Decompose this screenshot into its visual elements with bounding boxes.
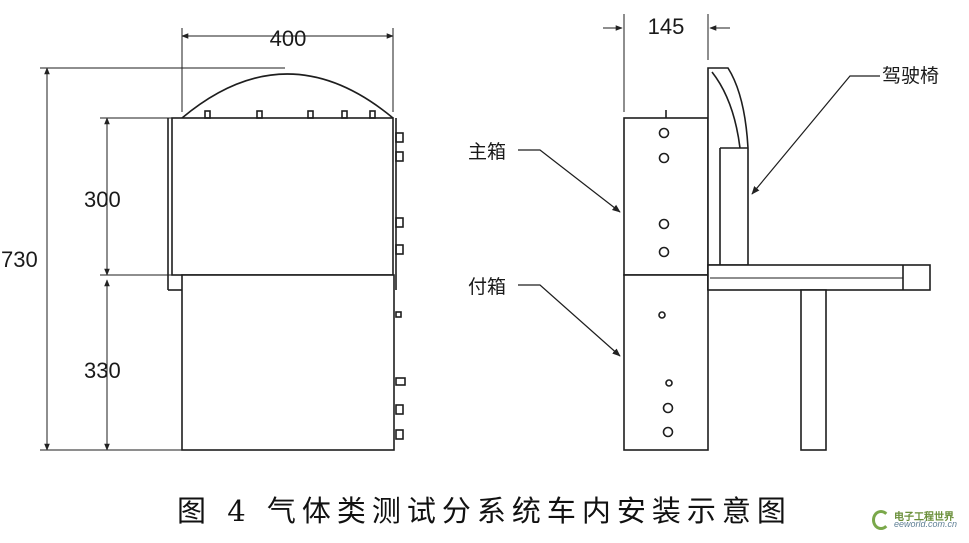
leader-aux-box: [518, 284, 621, 357]
dim-upper-height-line: [100, 117, 172, 276]
side-aux-box: [623, 274, 709, 451]
front-lower-box: [181, 274, 395, 451]
leader-seat: [751, 75, 880, 195]
watermark-url: eeworld.com.cn: [894, 519, 958, 529]
dim-upper-height-label: 300: [84, 187, 121, 212]
dim-width-line: [181, 28, 394, 112]
front-right-connectors: [395, 132, 406, 440]
dim-total-height-line: [40, 67, 285, 451]
eeworld-logo-icon: [872, 510, 890, 530]
side-view: [518, 14, 931, 451]
leader-main-box: [518, 149, 621, 213]
dim-depth-line: [603, 14, 730, 112]
front-dome: [181, 73, 394, 119]
side-main-box: [623, 117, 709, 276]
figure-caption: 图 4 气体类测试分系统车内安装示意图: [177, 494, 792, 528]
side-holes: [658, 127, 674, 438]
watermark-brand: 电子工程世界: [894, 512, 954, 523]
label-aux-box: 付箱: [468, 276, 506, 298]
dim-lower-height-label: 330: [84, 358, 121, 383]
front-view: [40, 28, 406, 451]
front-top-pegs: [204, 110, 376, 119]
dim-width-label: 400: [270, 26, 307, 51]
label-driver-seat: 驾驶椅: [882, 65, 939, 87]
label-main-box: 主箱: [468, 141, 506, 163]
seat-leg: [800, 289, 827, 451]
front-upper-box: [171, 117, 394, 276]
watermark-logo: 电子工程世界 eeworld.com.cn: [872, 508, 964, 538]
dim-total-height-label: 730: [1, 247, 38, 272]
dim-depth-label: 145: [648, 14, 685, 39]
